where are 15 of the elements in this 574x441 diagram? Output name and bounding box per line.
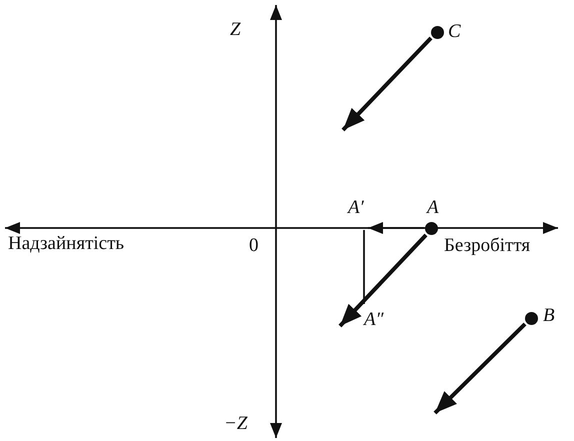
axis-label: Безробіття (444, 236, 530, 256)
axis-label: Надзайнятість (8, 234, 124, 254)
arrow (338, 234, 428, 328)
axis-label: Z (230, 20, 241, 40)
point-label: A′ (348, 198, 364, 218)
arrow (368, 222, 424, 234)
point-label: B (543, 306, 555, 326)
point-label: A (427, 198, 439, 218)
origin-label: 0 (249, 236, 258, 256)
point-label: C (448, 22, 461, 42)
axis-label: −Z (224, 414, 248, 434)
arrow (342, 36, 432, 132)
connector-line (363, 230, 365, 304)
point-label: A″ (364, 310, 384, 330)
arrow (434, 322, 526, 414)
